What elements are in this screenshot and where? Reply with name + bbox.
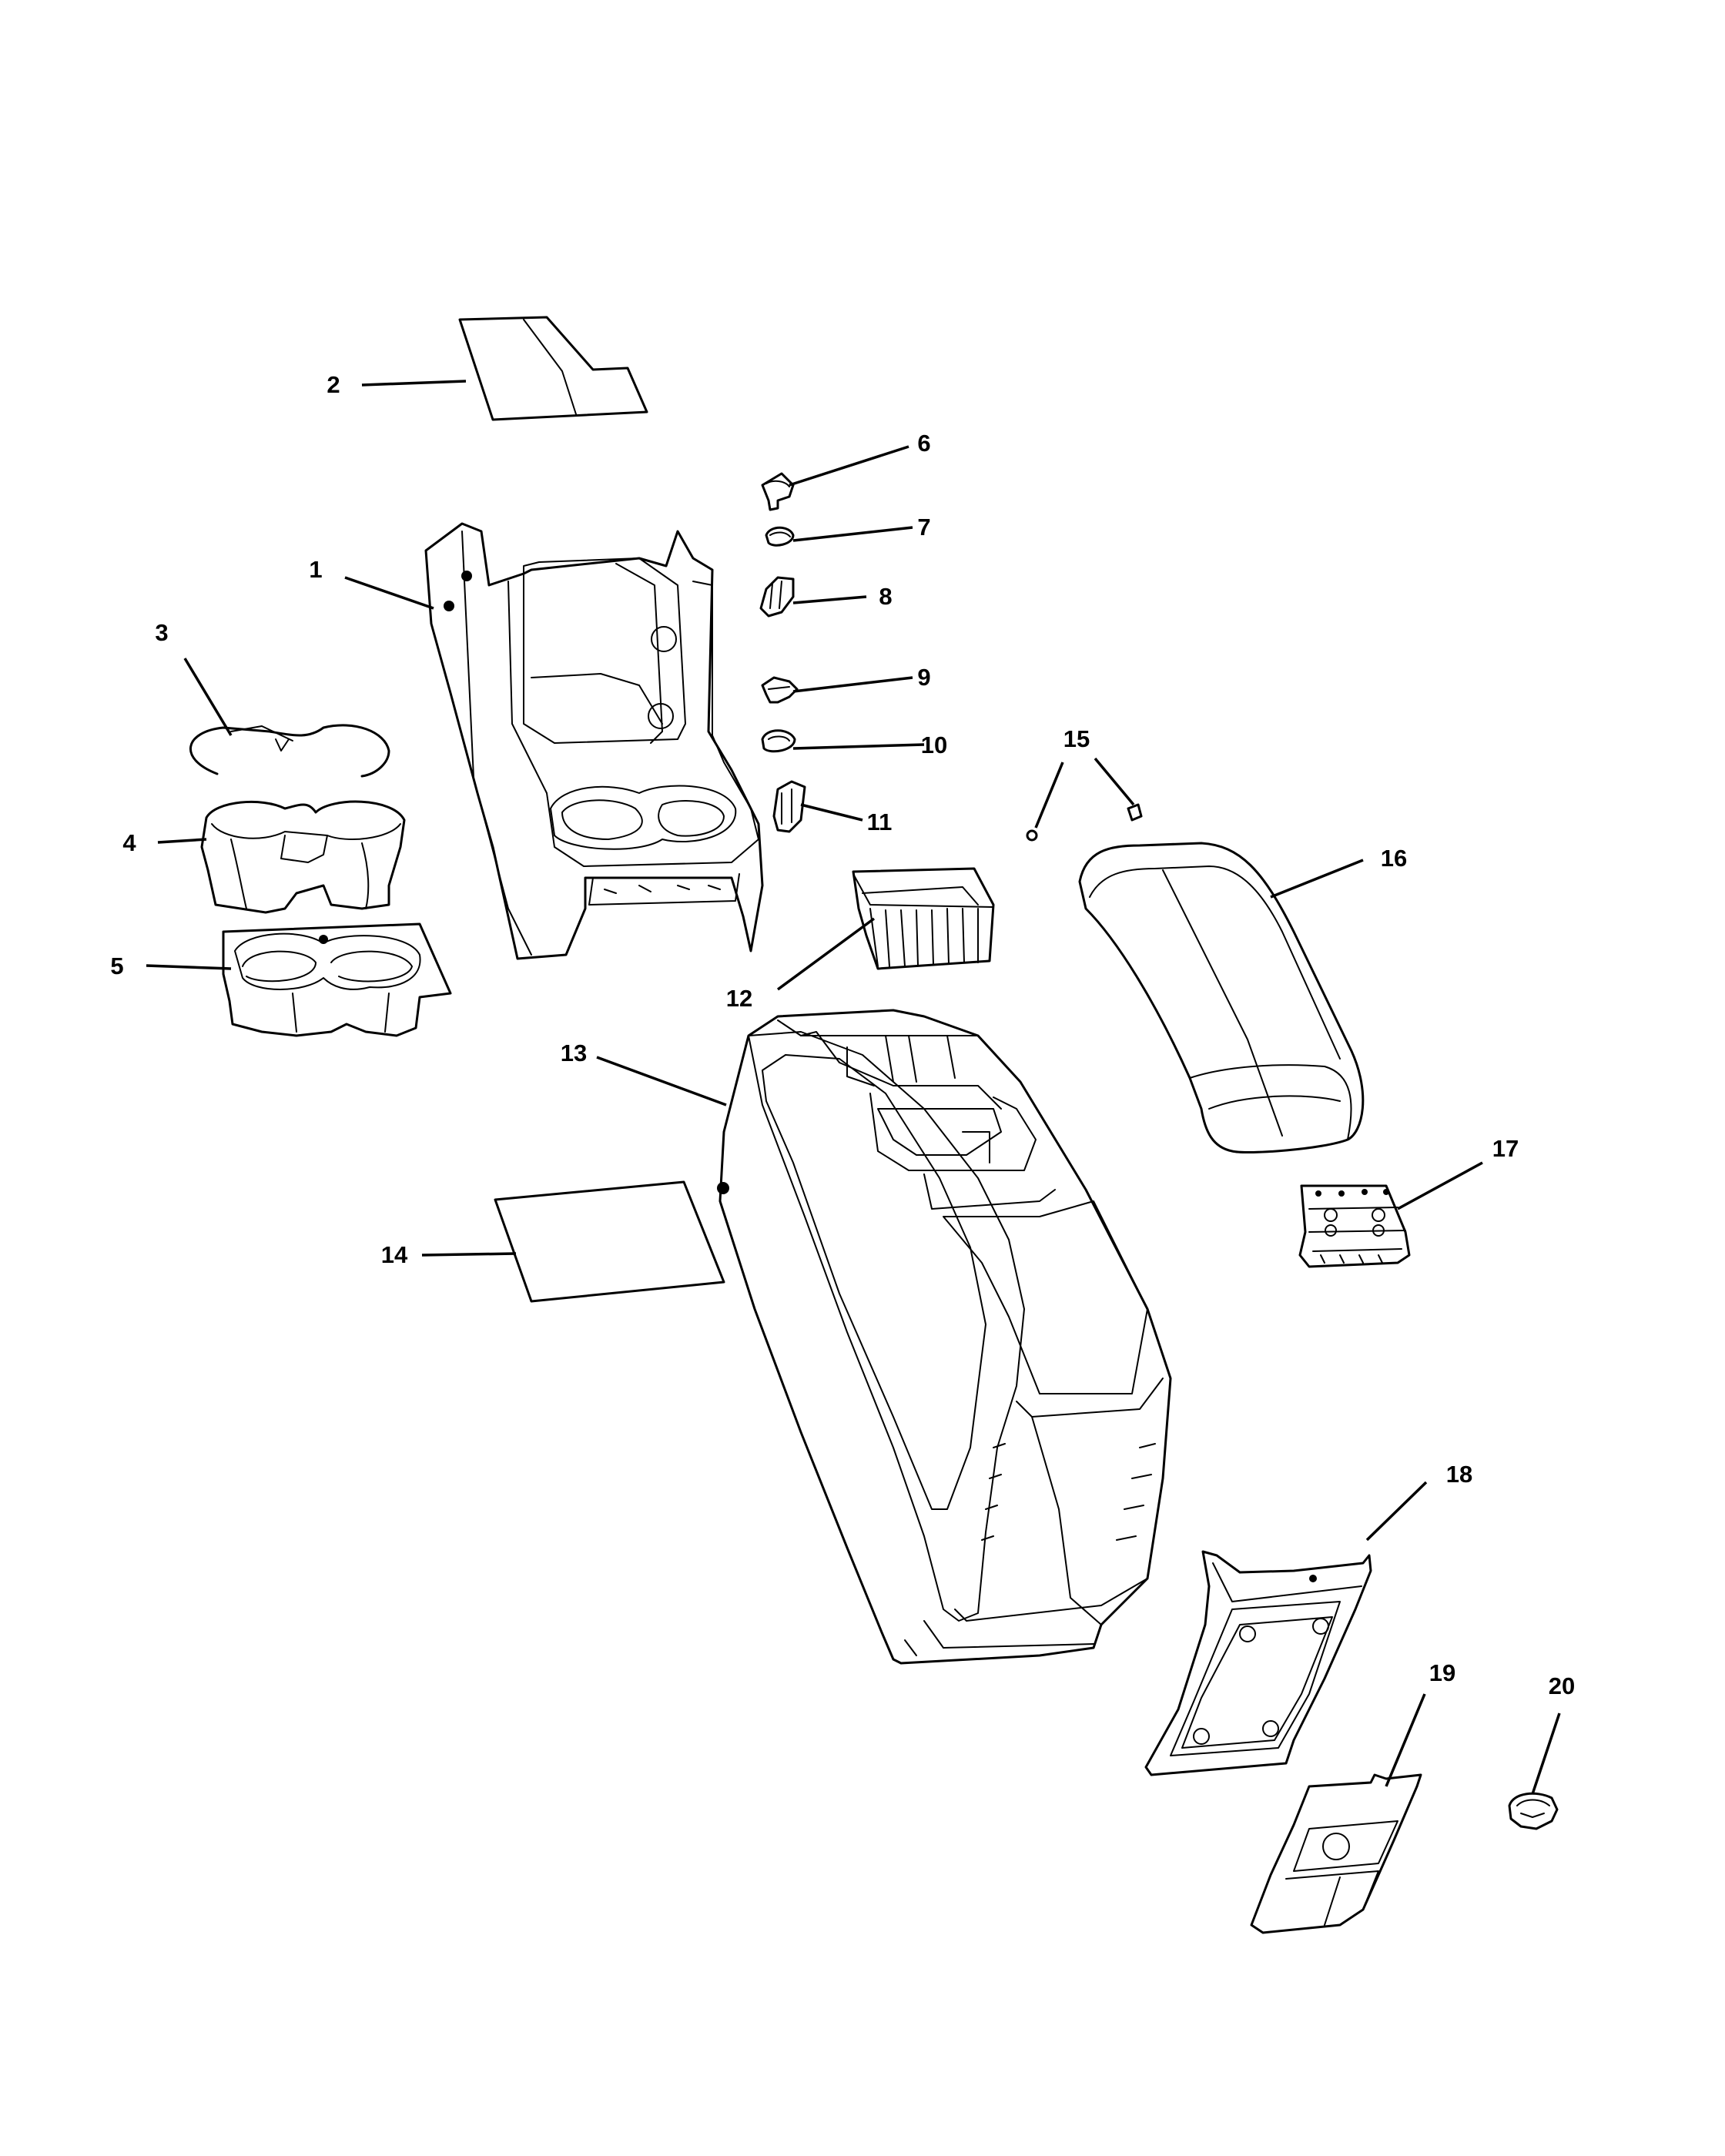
leader-18 bbox=[1365, 1481, 1428, 1542]
leader-15b bbox=[1094, 757, 1135, 806]
callout-19: 19 bbox=[1429, 1659, 1455, 1686]
part-20-knob bbox=[1508, 1792, 1559, 1830]
callout-13: 13 bbox=[561, 1040, 587, 1066]
leader-17 bbox=[1397, 1161, 1483, 1210]
leader-4 bbox=[157, 838, 207, 844]
part-15-pins bbox=[1026, 803, 1143, 842]
leader-8 bbox=[792, 595, 867, 604]
part-19-rear-panel bbox=[1250, 1773, 1422, 1934]
part-6-power-outlet bbox=[761, 472, 795, 511]
part-5-cupholder-base bbox=[222, 922, 452, 1037]
part-2-pad bbox=[458, 316, 648, 421]
part-3-spring-clip bbox=[189, 724, 390, 778]
leader-9 bbox=[792, 676, 913, 693]
part-10-retainer-ring bbox=[761, 729, 796, 753]
callout-12: 12 bbox=[726, 985, 752, 1012]
callout-1: 1 bbox=[309, 556, 322, 583]
part-17-hinge bbox=[1298, 1184, 1411, 1268]
part-16-armrest-lid bbox=[1078, 842, 1365, 1153]
leader-5 bbox=[146, 964, 232, 970]
callout-11: 11 bbox=[867, 808, 893, 835]
callout-10: 10 bbox=[921, 732, 947, 758]
leader-6 bbox=[789, 445, 909, 487]
leader-3 bbox=[183, 658, 233, 736]
callout-15: 15 bbox=[1063, 725, 1090, 752]
callout-3: 3 bbox=[155, 619, 168, 646]
part-9-connector bbox=[761, 676, 799, 704]
callout-7: 7 bbox=[917, 514, 930, 541]
part-11-outlet-body bbox=[772, 780, 806, 833]
leader-13 bbox=[596, 1056, 727, 1106]
leader-16 bbox=[1270, 859, 1364, 899]
callout-4: 4 bbox=[122, 829, 136, 856]
leader-15a bbox=[1034, 762, 1064, 829]
part-12-storage-bin bbox=[852, 867, 995, 970]
part-14-mat bbox=[494, 1180, 725, 1303]
leader-20 bbox=[1531, 1712, 1561, 1795]
leader-14 bbox=[421, 1252, 517, 1257]
callout-17: 17 bbox=[1492, 1135, 1519, 1162]
part-13-console-body bbox=[717, 1009, 1172, 1665]
part-1-console-bezel bbox=[424, 522, 764, 960]
part-4-cupholder-insert bbox=[200, 800, 406, 914]
leader-19 bbox=[1385, 1693, 1426, 1787]
leader-lines bbox=[146, 380, 1561, 1795]
callout-16: 16 bbox=[1381, 845, 1407, 872]
part-7-retainer bbox=[765, 526, 795, 547]
part-18-rear-bezel bbox=[1144, 1550, 1372, 1776]
part-8-outlet-housing bbox=[759, 576, 795, 618]
leader-10 bbox=[792, 743, 925, 750]
callout-8: 8 bbox=[879, 583, 892, 610]
leader-11 bbox=[800, 803, 863, 822]
callout-labels: 1 2 3 4 5 6 7 8 9 10 11 12 13 14 15 16 1… bbox=[110, 371, 1575, 1699]
callout-2: 2 bbox=[327, 371, 340, 398]
leader-2 bbox=[361, 380, 467, 387]
callout-5: 5 bbox=[110, 952, 123, 979]
callout-9: 9 bbox=[917, 664, 930, 691]
callout-14: 14 bbox=[381, 1241, 408, 1268]
callout-18: 18 bbox=[1446, 1461, 1472, 1488]
callout-20: 20 bbox=[1549, 1672, 1575, 1699]
leader-12 bbox=[776, 917, 876, 991]
leader-7 bbox=[792, 526, 913, 542]
callout-6: 6 bbox=[917, 430, 930, 457]
leader-1 bbox=[344, 576, 434, 610]
